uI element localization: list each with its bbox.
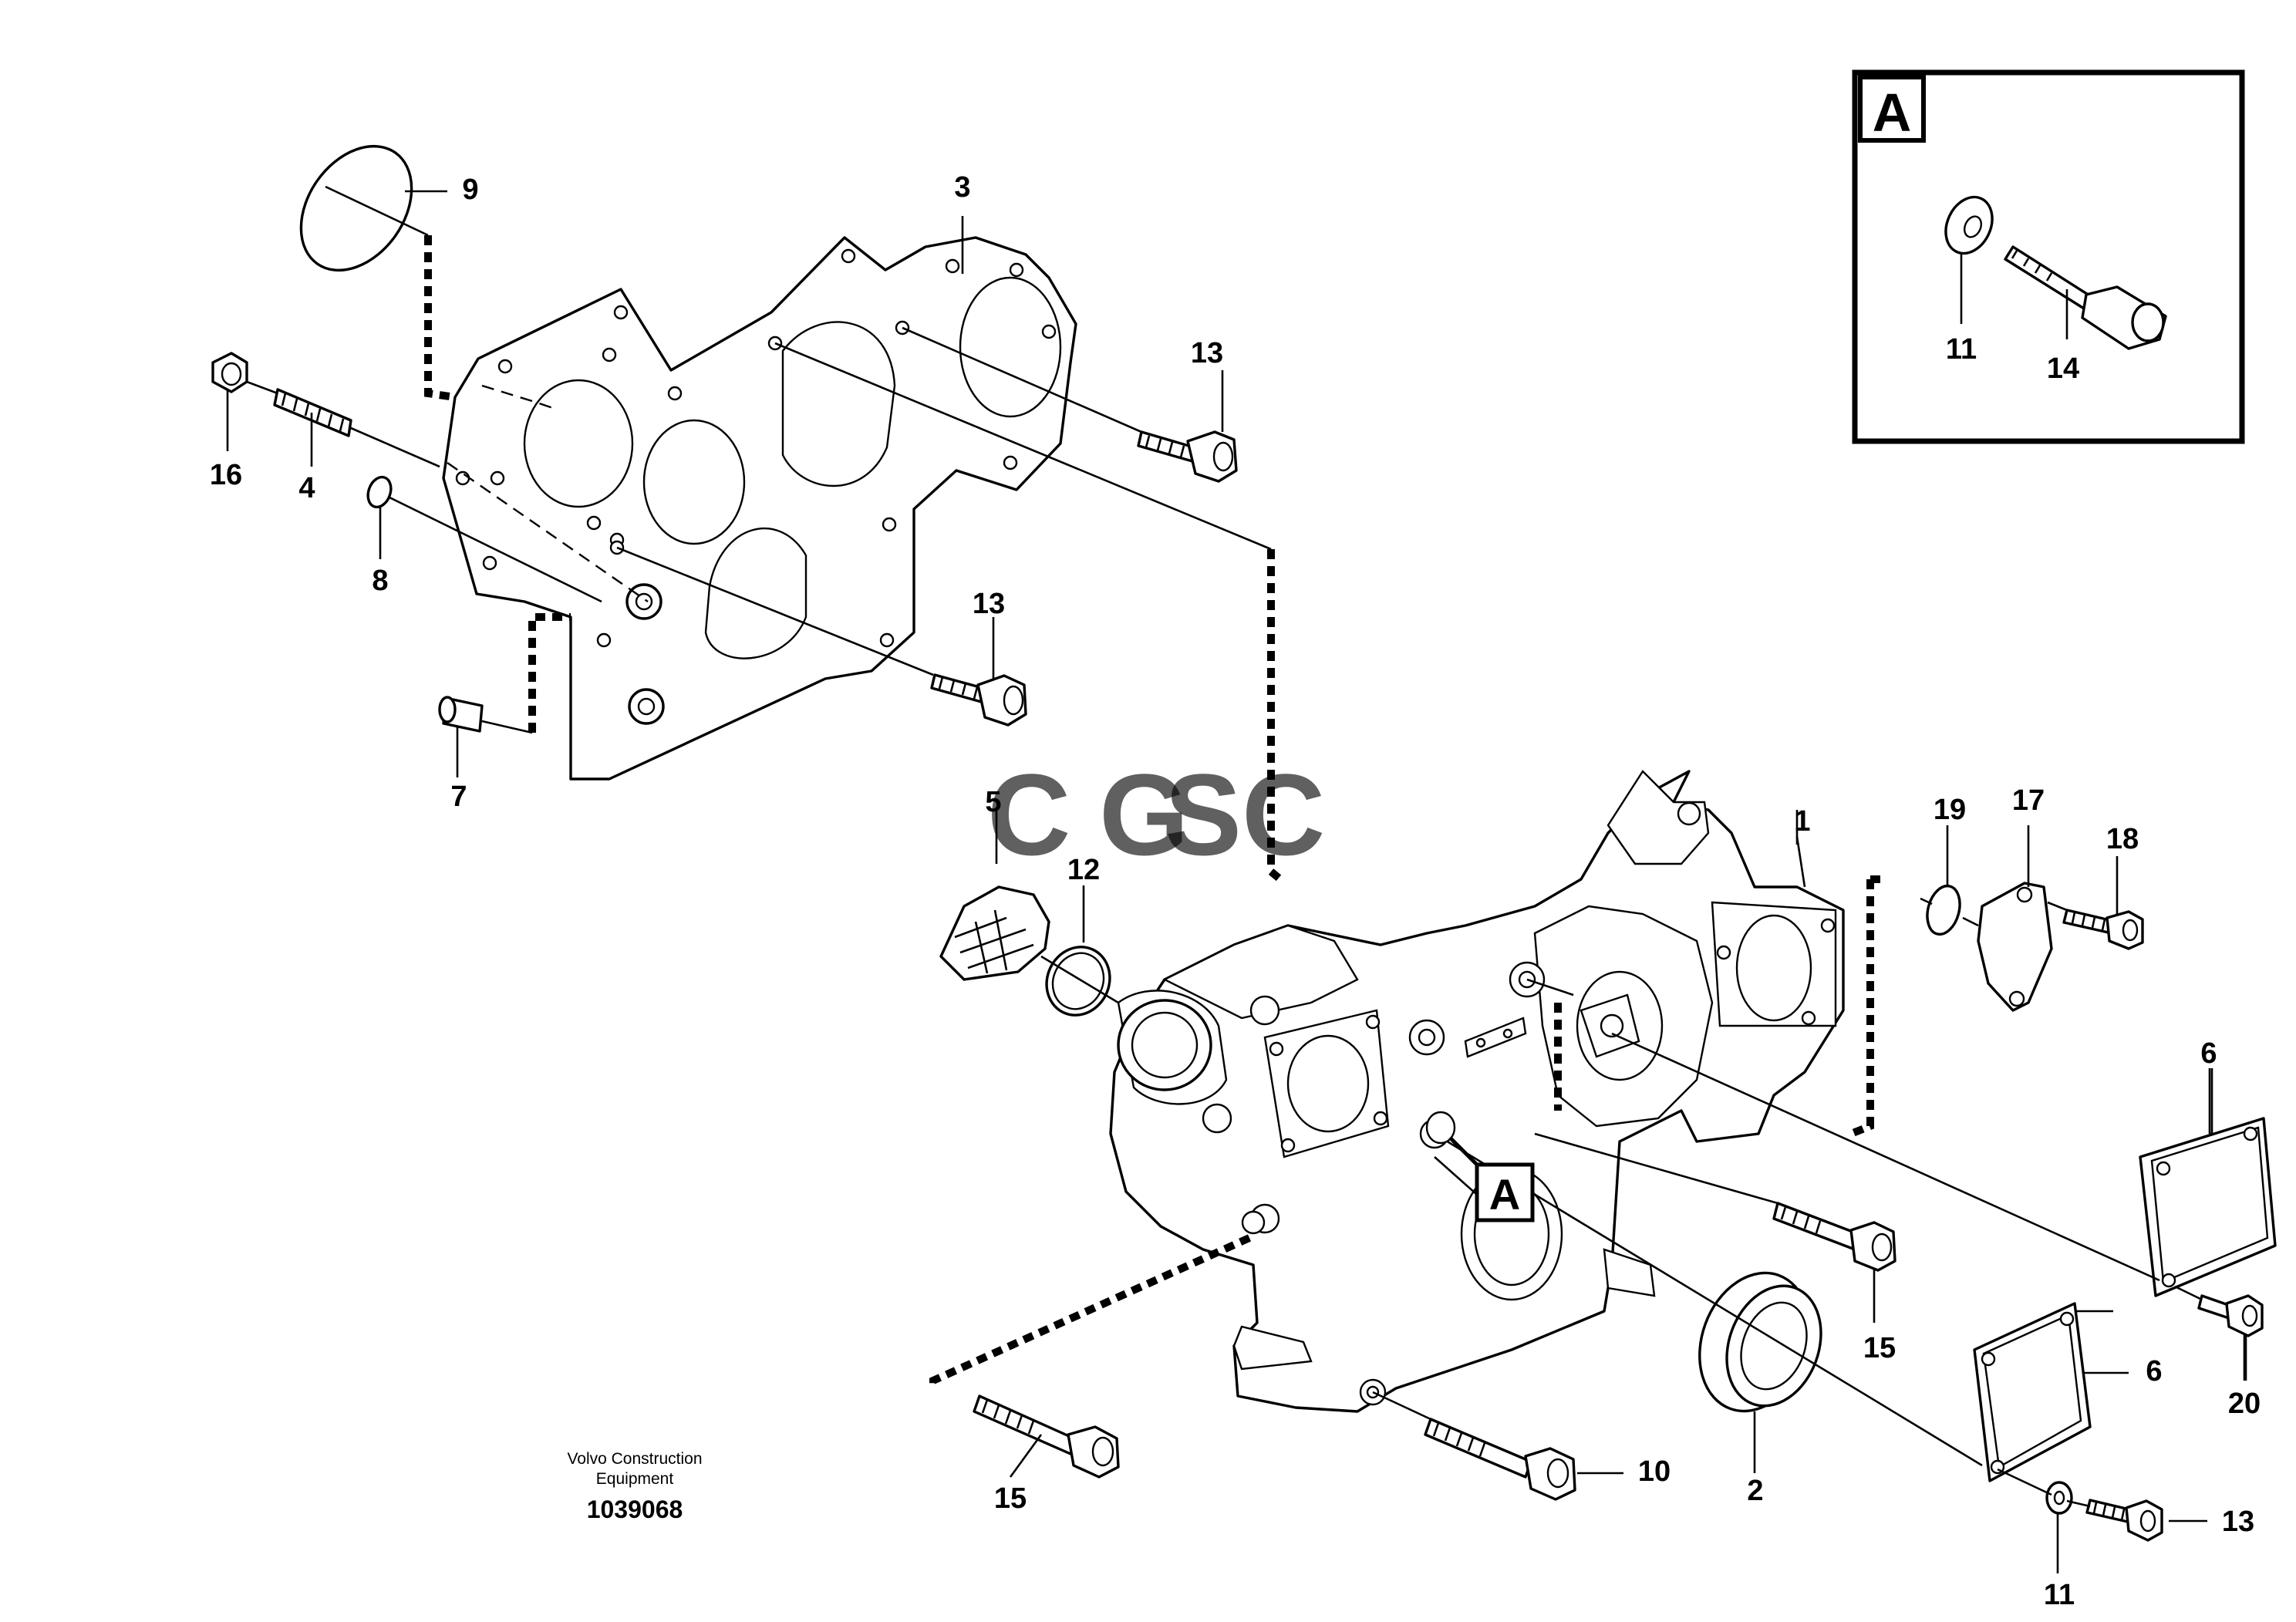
gear-plate-3 [442, 236, 1077, 781]
cover-plate-17 [1977, 825, 2053, 1012]
callout-5: 5 [985, 786, 1001, 818]
callout-3: 3 [954, 171, 970, 204]
bolt-18 [2062, 856, 2144, 950]
caption-line-1: Volvo Construction [567, 1450, 702, 1468]
callout-7: 7 [450, 781, 467, 813]
bolt-15-right [1772, 1202, 1896, 1323]
watermark-letter-2: G [1099, 750, 1189, 879]
dowel-pin-7 [438, 696, 484, 777]
washer-11 [2045, 1481, 2073, 1573]
cover-6-lower [1973, 1302, 2129, 1482]
cover-6-upper [2139, 1068, 2277, 1297]
callout-11-inset: 11 [1946, 333, 1977, 366]
callout-20: 20 [2228, 1388, 2261, 1420]
callout-8: 8 [372, 565, 388, 597]
nut-16 [211, 352, 248, 451]
callout-15-right: 15 [1863, 1332, 1896, 1364]
detail-a-reference: A [1425, 1111, 1535, 1222]
callout-6-lower: 6 [2146, 1355, 2162, 1388]
callout-1: 1 [1794, 805, 1810, 838]
detail-a-ref-label: A [1489, 1170, 1520, 1219]
leader-lines [961, 216, 2246, 1381]
bolt-15-left [973, 1394, 1120, 1479]
bolt-20 [2197, 1294, 2264, 1381]
callout-2: 2 [1747, 1475, 1763, 1507]
seal-2 [1698, 1271, 1822, 1473]
o-ring-12 [1045, 885, 1111, 1017]
cover-plug-9 [299, 144, 447, 272]
drawing-caption: Volvo Construction Equipment 1039068 [567, 1450, 702, 1523]
callout-6-upper: 6 [2200, 1037, 2217, 1070]
callout-9: 9 [462, 174, 478, 206]
bolt-13-lower [2085, 1499, 2207, 1542]
watermark-letter-4: C [1242, 750, 1325, 879]
callout-17: 17 [2012, 784, 2045, 817]
bolt-icon [2004, 245, 2167, 350]
o-ring-19 [1926, 825, 1961, 936]
callout-19: 19 [1934, 794, 1966, 826]
bolt-10 [1424, 1418, 1623, 1501]
stud-4 [273, 388, 352, 467]
dashed-guides [424, 235, 1886, 1387]
washer-icon [1944, 195, 1994, 255]
callout-13-lower: 13 [2222, 1506, 2254, 1538]
callout-13-middle: 13 [973, 588, 1005, 620]
filler-cap-5 [939, 810, 1050, 981]
callout-15-left: 15 [994, 1482, 1027, 1515]
callout-11: 11 [2044, 1579, 2075, 1611]
bolt-13-middle [930, 617, 1027, 727]
callout-4: 4 [298, 472, 315, 504]
timing-cover-1 [1109, 770, 1845, 1413]
callout-10: 10 [1638, 1455, 1671, 1488]
callout-14: 14 [2047, 352, 2079, 385]
watermark-letter-1: C [987, 750, 1070, 879]
bolt-13-upper [1137, 370, 1238, 483]
o-ring-8 [366, 475, 393, 559]
watermark-letter-3: S [1165, 750, 1242, 879]
caption-line-2: Equipment [596, 1470, 674, 1488]
callout-12: 12 [1067, 854, 1100, 886]
callout-13-upper: 13 [1191, 337, 1223, 369]
detail-a-inset: A 11 14 [1852, 69, 2245, 444]
watermark: C G S C [987, 750, 1325, 879]
detail-a-label: A [1873, 83, 1912, 143]
drawing-number: 1039068 [587, 1496, 683, 1523]
callout-16: 16 [210, 459, 242, 491]
callout-numbers: 1 2 3 4 5 6 6 7 8 9 10 11 12 13 13 13 15… [210, 171, 2261, 1611]
callout-18: 18 [2106, 823, 2139, 855]
